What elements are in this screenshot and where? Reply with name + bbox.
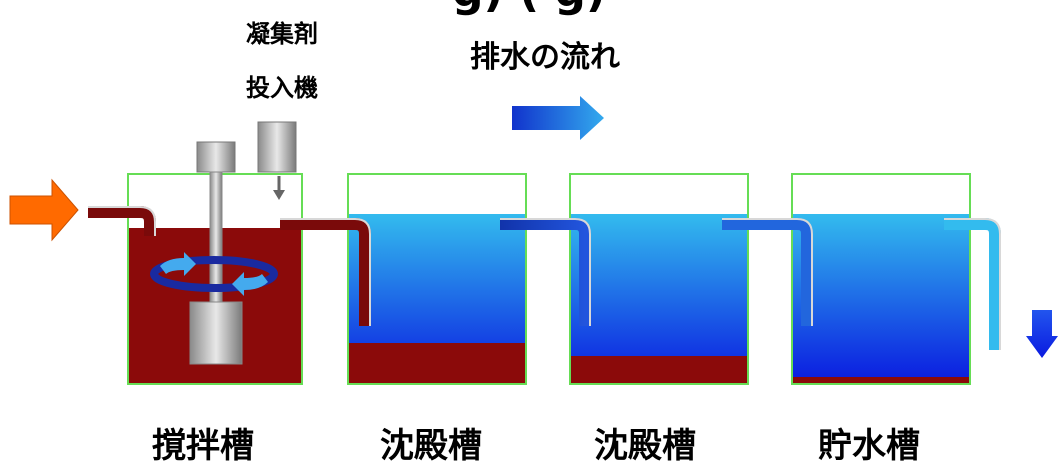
storage-tank-label: 貯水槽: [818, 426, 920, 466]
pipe-settling-to-storage: [722, 218, 813, 326]
settling-tank-1-label: 沈殿槽: [380, 426, 482, 466]
settling-tank-1-outline: [347, 173, 527, 385]
flow-direction-arrow-icon: [512, 96, 604, 140]
settling-tank-2-water: [570, 214, 748, 384]
inflow-pipe: [88, 206, 156, 236]
mixer: [150, 141, 278, 365]
storage-tank-outline: [791, 173, 971, 385]
settling-tank-2-label: 沈殿槽: [594, 426, 696, 466]
coagulant-doser-body: [257, 121, 297, 173]
coagulant-drop-arrow-icon: [273, 190, 285, 200]
settling-tank-1: [347, 173, 527, 385]
outflow-down-arrow-icon: [1026, 310, 1058, 358]
pipe-settling-to-settling: [500, 218, 591, 326]
storage-tank-sludge: [792, 377, 970, 384]
settling-tank-1-sludge: [348, 343, 526, 384]
rotation-arrows-icon: [150, 252, 278, 296]
settling-tank-2: [569, 173, 749, 385]
storage-tank: [791, 173, 971, 385]
mixer-blade: [189, 301, 243, 365]
coagulant-doser-label-line2: 投入機: [246, 74, 318, 102]
flow-label: 排水の流れ: [470, 40, 620, 75]
settling-tank-2-sludge: [570, 356, 748, 384]
coagulant-doser-label-line1: 凝集剤: [246, 20, 318, 48]
cut-off-title: g) ( g): [0, 0, 1058, 14]
mixer-motor: [196, 141, 236, 173]
mixing-tank-label: 撹拌槽: [152, 426, 254, 466]
mixer-shaft: [209, 171, 223, 303]
coagulant-doser: [257, 121, 297, 200]
storage-tank-water: [792, 214, 970, 384]
settling-tank-2-outline: [569, 173, 749, 385]
inflow-arrow-icon: [9, 178, 79, 242]
pipe-mixing-to-settling: [280, 218, 371, 326]
outflow-pipe: [944, 218, 1001, 350]
